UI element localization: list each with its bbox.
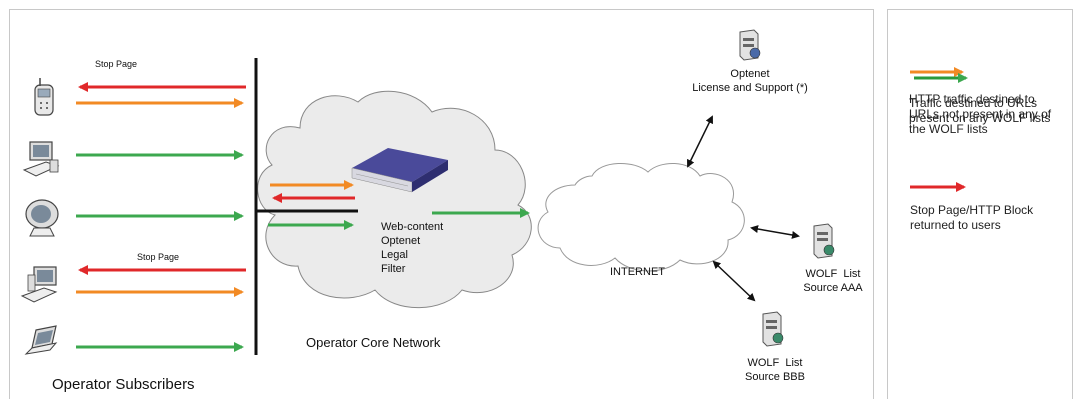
wolf-bbb-label-line-1: WOLF List: [747, 357, 802, 369]
laptop-icon: [24, 325, 58, 355]
pc-workstation-icon: [20, 266, 58, 303]
wolf-bbb-label-line-2: Source BBB: [745, 371, 805, 383]
support-link-arrow: [687, 115, 713, 168]
subscribers-label: Operator Subscribers: [52, 376, 195, 393]
legend-panel: [887, 9, 1073, 399]
filter-label-line-1: Web-content: [381, 221, 443, 233]
wolf-aaa-server-icon: [813, 223, 835, 259]
core-network-cloud: [257, 90, 532, 309]
mobile-phone-icon: [34, 78, 54, 116]
desktop-computer-icon: [22, 141, 60, 177]
stop-page-label-bottom: Stop Page: [137, 252, 179, 262]
wolf-bbb-server-icon: [762, 311, 784, 347]
core-network-label: Operator Core Network: [306, 335, 441, 350]
wolf-aaa-link-arrow: [750, 225, 800, 239]
filter-label-line-2: Optenet: [381, 235, 420, 247]
filter-appliance: [351, 148, 448, 193]
license-support-label: License and Support (*): [692, 82, 808, 94]
stop-page-label-top: Stop Page: [95, 59, 137, 69]
optenet-label: Optenet: [730, 68, 769, 80]
legend-traffic-text-overlap: Traffic destined to URLs present on any …: [909, 96, 1051, 125]
wolf-aaa-label-line-2: Source AAA: [803, 282, 863, 294]
wolf-bbb-link-arrow: [712, 260, 756, 302]
wolf-aaa-label-line-1: WOLF List: [805, 268, 860, 280]
internet-label: INTERNET: [610, 266, 665, 278]
filter-label-line-4: Filter: [381, 263, 406, 275]
optenet-server-icon: [739, 29, 761, 61]
internet-cloud: [537, 162, 745, 272]
legend-stop-text: Stop Page/HTTP Block returned to users: [910, 203, 1034, 232]
crt-monitor-icon: [25, 199, 59, 237]
filter-label-line-3: Legal: [381, 249, 408, 261]
legend-traffic-text: HTTP traffic destined to URLs not presen…: [909, 92, 1052, 136]
